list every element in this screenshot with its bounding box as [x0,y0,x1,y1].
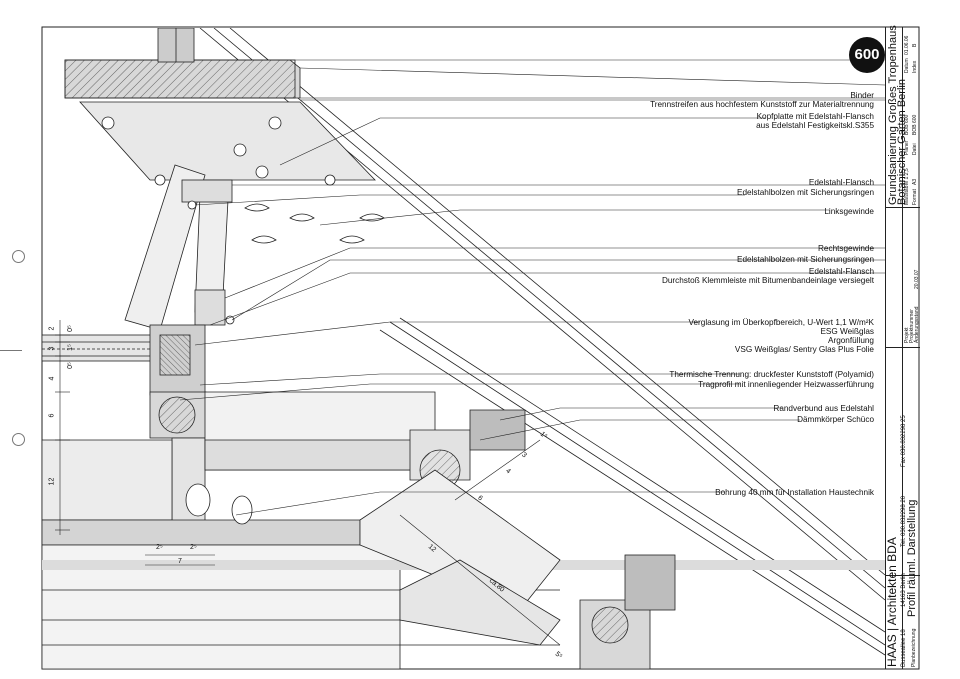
label-trennstreifen: Trennstreifen aus hochfestem Kunststoff … [650,100,874,109]
aenderungsstand-value: 20.03.07 [914,269,920,289]
planer-label: Planer [904,140,910,155]
massstab-value: M 1:2,5 [904,168,910,185]
datum-value: 01.06.06 [904,35,910,55]
dim-left-6: 6 [48,413,56,418]
hole-openings [244,203,385,244]
datei-value: BOB 600 [912,114,918,135]
label-argon: Argonfüllung [828,336,874,345]
label-kopfplatte-material: aus Edelstahl Festigkeitskl.S355 [756,121,874,130]
label-esg: ESG Weißglas [820,327,874,336]
architect-street: Busseallee 18 [901,629,907,667]
datum-label: Datum [904,58,910,73]
punch-hole [12,433,25,446]
architect-name: HAAS | Architekten BDA [885,537,899,667]
tragprofil-node [149,324,207,531]
dim-left-3: 3 [48,346,56,351]
label-daemmkoerper: Dämmkörper Schüco [797,415,874,424]
label-edelstahlbolzen-1: Edelstahlbolzen mit Sicherungsringen [737,188,874,197]
massstab-label: Maßstab [904,185,910,205]
label-tragprofil: Tragprofil mit innenliegender Heizwasser… [698,380,874,389]
dim-bottom-25b: 2⁵ [190,544,197,551]
label-vsg: VSG Weißglas/ Sentry Glas Plus Folie [734,345,874,354]
index-value: B [912,43,918,47]
label-verglasung: Verglasung im Überkopfbereich, U-Wert 1,… [688,318,875,327]
label-durchstoss: Durchstoß Klemmleiste mit Bitumenbandein… [661,276,874,285]
rafter-profile [359,409,676,669]
format-label: Format [912,189,918,205]
title-block: Grundsanierung Großes Tropenhaus Botanis… [885,25,920,669]
label-kopfplatte: Kopfplatte mit Edelstahl-Flansch [756,112,874,121]
datei-label: Datei [912,143,918,155]
leader-lines [179,99,885,516]
label-edelstahl-flansch-1: Edelstahl-Flansch [808,178,874,187]
label-binder: Binder [850,91,874,100]
dim-bottom-25a: 2⁵ [156,544,163,551]
dim-left-05a: 0⁵ [66,325,74,332]
aenderungsstand-label: Änderungsstand [914,306,920,343]
kopfplatte [79,101,376,186]
binder-beam [64,28,885,99]
dim-left-4: 4 [48,376,56,381]
plan-title: Profil räuml. Darstellung [906,499,918,617]
label-thermische-trennung: Thermische Trennung: druckfester Kunstst… [669,370,874,379]
dim-left-2: 2 [48,326,56,331]
label-edelstahl-flansch-2: Edelstahl-Flansch [808,267,874,276]
label-edelstahlbolzen-2: Edelstahlbolzen mit Sicherungsringen [737,255,874,264]
label-bohrung: Bohrung 40 mm für Installation Haustechn… [715,488,874,497]
planer-value: BOB 600 [904,114,910,135]
sheet-number-badge: 600 [849,37,885,73]
index-label: Index [912,60,918,73]
format-value: A3 [912,178,918,185]
dim-left-15: 1⁵ [66,344,74,351]
dim-left-05b: 0⁵ [66,362,74,369]
tension-rods [124,164,235,331]
dimension-lines [55,320,561,646]
planbezeichnung-label: Planbezeichnung [911,628,917,667]
punch-hole [12,250,25,263]
fold-mark [0,350,22,351]
architect-fax: Fax 030.832298 25 [901,415,907,467]
glazing-diagonal [199,28,885,656]
dim-left-12: 12 [48,477,56,486]
label-rechtsgewinde: Rechtsgewinde [818,244,874,253]
label-linksgewinde: Linksgewinde [824,207,874,216]
label-randverbund: Randverbund aus Edelstahl [773,404,874,413]
dim-bottom-7: 7 [178,558,182,565]
